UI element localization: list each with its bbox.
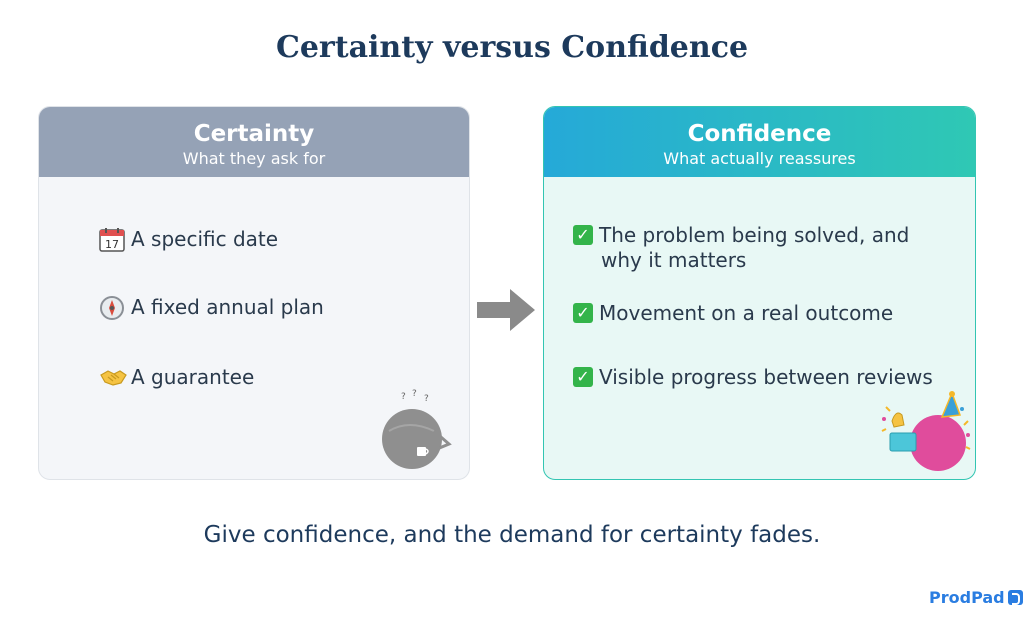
check-icon: ✓ (573, 225, 593, 245)
compass-icon (100, 296, 124, 320)
certainty-item-label: A specific date (131, 227, 279, 251)
certainty-item-label: A fixed annual plan (131, 295, 324, 319)
svg-text:?: ? (412, 389, 417, 399)
brand-logo: ProdPad (929, 588, 1023, 607)
handshake-icon (100, 370, 127, 386)
confidence-item-label: Visible progress between reviews (599, 365, 933, 389)
confidence-item-progress: ✓ Visible progress between reviews (573, 365, 933, 390)
certainty-item-date: 17 A specific date (99, 227, 278, 253)
svg-text:?: ? (424, 394, 429, 404)
certainty-item-guarantee: A guarantee (99, 365, 254, 391)
calendar-icon: 17 (99, 228, 125, 252)
arrow-right-icon (477, 289, 535, 331)
confidence-item-label: The problem being solved, and (599, 223, 910, 247)
confidence-item-problem: ✓ The problem being solved, and why it m… (573, 223, 909, 273)
check-icon: ✓ (573, 367, 593, 387)
certainty-item-plan: A fixed annual plan (99, 295, 324, 321)
certainty-item-label: A guarantee (131, 365, 255, 389)
confidence-item-label-line2: why it matters (601, 248, 747, 272)
celebrating-character-illustration (881, 391, 971, 471)
confidence-card: Confidence What actually reassures ✓ The… (543, 106, 976, 480)
confidence-card-subtitle: What actually reassures (663, 149, 856, 168)
confidence-item-label: Movement on a real outcome (599, 301, 894, 325)
prodpad-logo-icon (1007, 590, 1023, 605)
confidence-card-header: Confidence What actually reassures (544, 107, 975, 177)
svg-text:?: ? (401, 392, 406, 402)
certainty-card-title: Certainty (193, 121, 315, 147)
confidence-item-outcome: ✓ Movement on a real outcome (573, 301, 893, 326)
certainty-card-header: Certainty What they ask for (39, 107, 469, 177)
confused-character-illustration: ? ? ? (382, 389, 452, 469)
svg-text:17: 17 (105, 238, 119, 251)
certainty-card: Certainty What they ask for 17 A specifi… (38, 106, 470, 480)
footer-tagline: Give confidence, and the demand for cert… (203, 522, 821, 548)
check-icon: ✓ (573, 303, 593, 323)
brand-name: ProdPad (929, 588, 1005, 607)
certainty-card-subtitle: What they ask for (182, 149, 326, 168)
page-title: Certainty versus Confidence (275, 30, 749, 65)
confidence-card-title: Confidence (687, 121, 832, 147)
